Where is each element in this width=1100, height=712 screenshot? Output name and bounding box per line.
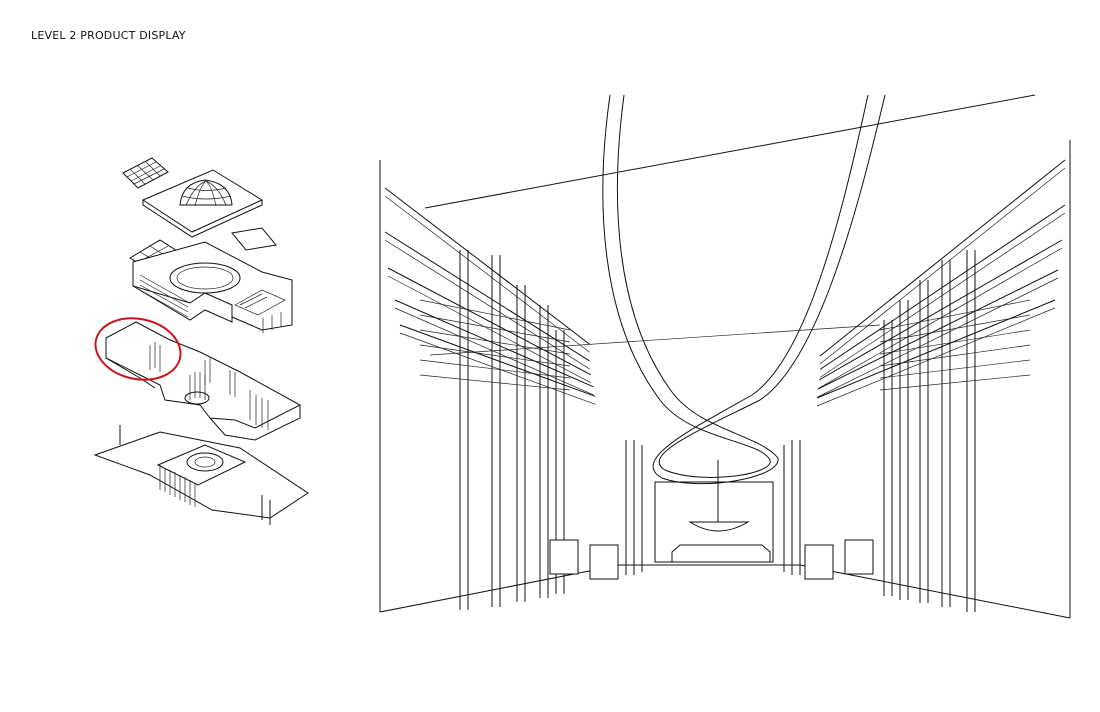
ceiling-rod-left — [384, 187, 590, 345]
ceiling-back-edge — [429, 324, 881, 356]
crossbar-left — [419, 359, 571, 379]
display-seat — [804, 544, 834, 580]
ceiling-rod-left — [387, 275, 591, 383]
crossbar-right — [879, 314, 1031, 343]
ceiling-rod-left — [399, 324, 596, 397]
crossbar-left — [419, 329, 571, 355]
highlight-circle — [94, 317, 182, 381]
upper-level — [129, 227, 293, 333]
ceiling-rod-right — [818, 239, 1063, 381]
ground-level — [93, 425, 309, 525]
crossbar-right — [879, 374, 1031, 391]
ceiling-rod-right — [817, 269, 1059, 390]
exploded-axonometric — [93, 157, 309, 525]
ceiling-rod-left — [394, 299, 594, 388]
display-seat — [549, 539, 579, 575]
ceiling-rod-left — [394, 307, 594, 396]
floor-edge-right — [799, 564, 1071, 619]
crossbar-left — [419, 299, 571, 331]
crossbar-left — [419, 314, 571, 343]
crossbar-left — [419, 344, 571, 367]
crossbar-right — [879, 359, 1031, 379]
level-2 — [105, 321, 302, 441]
crossbar-right — [879, 344, 1031, 367]
ceiling-rod-right — [817, 277, 1059, 398]
ceiling-rod-left — [399, 332, 596, 405]
crossbar-right — [879, 329, 1031, 355]
dome-roof-slab — [141, 169, 264, 238]
interior-perspective — [379, 94, 1071, 619]
crossbar-left — [419, 374, 571, 391]
page-title: LEVEL 2 PRODUCT DISPLAY — [31, 29, 186, 42]
ceiling-rod-right — [819, 159, 1066, 357]
crossbar-right — [879, 299, 1031, 331]
ceiling-rod-left — [387, 267, 591, 376]
display-plinth — [671, 544, 771, 563]
ceiling-rod-left — [384, 195, 590, 353]
display-seat — [589, 544, 619, 580]
ceiling-rod-left — [384, 231, 590, 362]
skylight-grid — [122, 157, 169, 189]
ceiling-rod-right — [816, 307, 1056, 407]
ceiling-edge — [424, 94, 1036, 209]
ceiling-rod-left — [384, 239, 590, 370]
display-seat — [844, 539, 874, 575]
ceiling-rod-right — [816, 299, 1056, 399]
pendant-lamp — [688, 521, 750, 532]
ribbon-sculpture — [602, 94, 886, 485]
